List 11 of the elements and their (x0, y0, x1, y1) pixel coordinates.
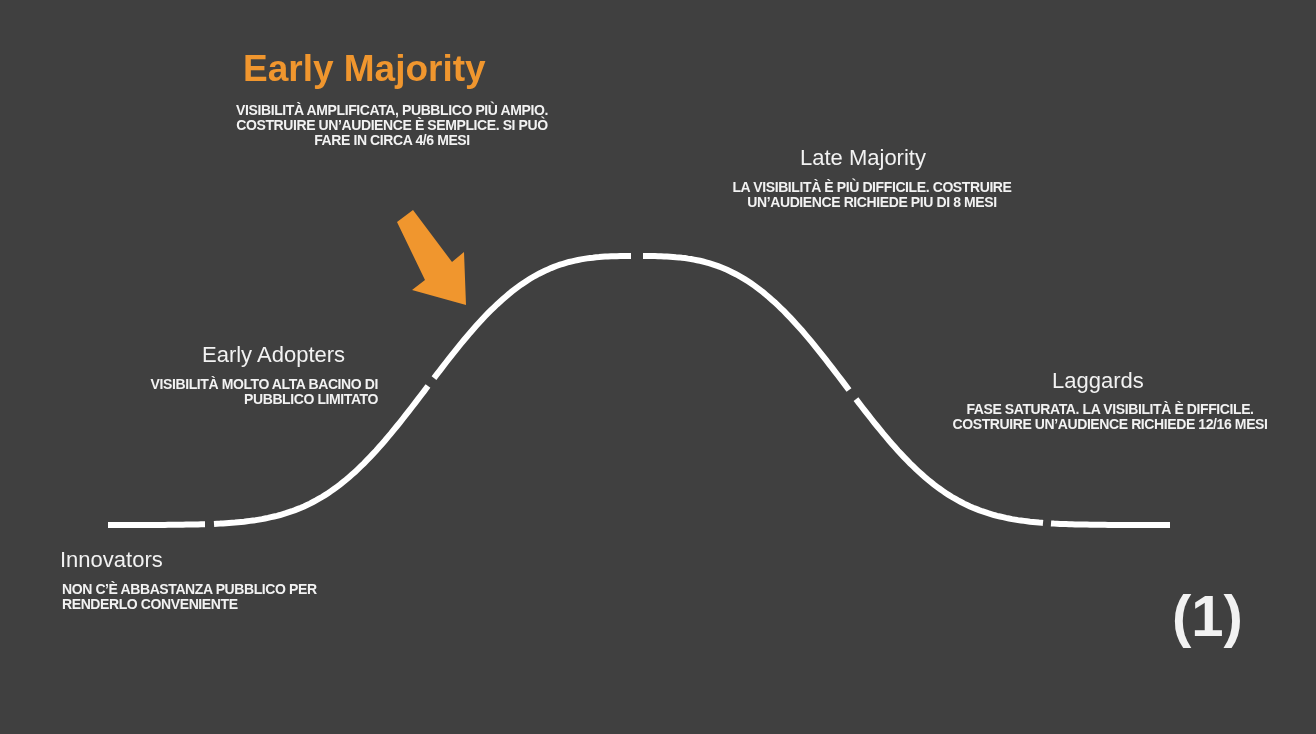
page-number: (1) (1172, 582, 1243, 649)
stage-description: LA VISIBILITÀ È PIÙ DIFFICILE. COSTRUIRE UN’AUDIENCE RICHIEDE PIU DI 8 MESI (731, 180, 1013, 210)
stage-description: VISIBILITÀ MOLTO ALTA BACINO DI PUBBLICO LIMITATO (149, 377, 378, 407)
stage-description: NON C’È ABBASTANZA PUBBLICO PER RENDERLO CONVENIENTE (62, 582, 318, 612)
stage-title: Laggards (1052, 368, 1144, 394)
stage-title: Early Majority (243, 48, 486, 90)
stage-title: Early Adopters (202, 342, 346, 368)
stage-title: Innovators (60, 547, 163, 573)
stage-description: FASE SATURATA. LA VISIBILITÀ È DIFFICILE. COSTRUIRE UN’AUDIENCE RICHIEDE 12/16 MESI (951, 402, 1269, 432)
stage-description: VISIBILITÀ AMPLIFICATA, PUBBLICO PIÙ AMPIO. COSTRUIRE UN’AUDIENCE È SEMPLICE. SI PUÒ FARE IN CIRCA 4/6 MESI (235, 103, 549, 148)
stage-title: Late Majority (800, 145, 926, 171)
